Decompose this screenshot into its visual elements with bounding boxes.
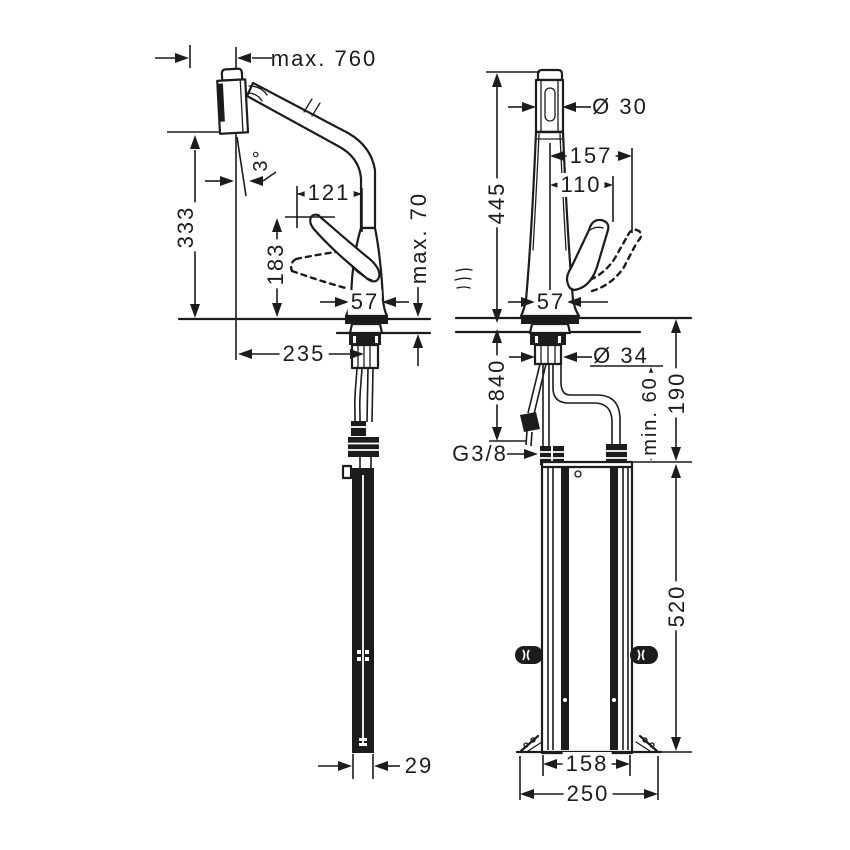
dim-spout-angle: 3° (250, 148, 272, 172)
dim-handle-swing: 157 (566, 144, 616, 168)
spray-head-front (534, 68, 565, 134)
dim-shank-diameter: Ø 34 (593, 343, 649, 368)
dim-max-counter-thickness: max. 70 (406, 188, 431, 288)
countertop-lines (177, 316, 693, 335)
dim-handle-width: 110 (557, 173, 605, 197)
dim-handle-to-spout: 121 (304, 181, 354, 205)
dim-box-offset: 190 (664, 368, 689, 418)
mounting-box (515, 460, 663, 755)
dim-spout-reach: 235 (279, 342, 329, 366)
dim-hose-length: 840 (484, 355, 509, 405)
dim-connection-thread: G3/8 (452, 441, 508, 466)
dimension-arrows (175, 53, 681, 799)
dim-box-height: 520 (664, 581, 689, 631)
dim-body-depth: 57 (347, 290, 383, 314)
dim-head-diameter: Ø 30 (592, 94, 648, 119)
box-side-clip-right (630, 646, 658, 664)
pullout-hose-bar (352, 468, 374, 753)
dim-hose-width: 29 (404, 753, 434, 778)
spray-head-side (216, 67, 250, 135)
connection-hoses (520, 363, 627, 466)
dim-overall-height: 445 (484, 178, 509, 228)
dim-box-width: 158 (562, 752, 612, 776)
lever-handle-side (309, 213, 381, 283)
dim-height-to-outlet: 333 (173, 202, 198, 252)
front-view-figure (454, 68, 663, 755)
dim-body-width: 57 (533, 290, 569, 314)
lever-handle-front (565, 218, 610, 292)
dim-box-total-width: 250 (563, 782, 613, 806)
dim-handle-height: 183 (263, 239, 288, 289)
dim-pullout-extension: max. 760 (270, 46, 378, 71)
box-side-clip-left (515, 646, 543, 664)
dim-min-clearance: min. 60 (639, 373, 661, 459)
